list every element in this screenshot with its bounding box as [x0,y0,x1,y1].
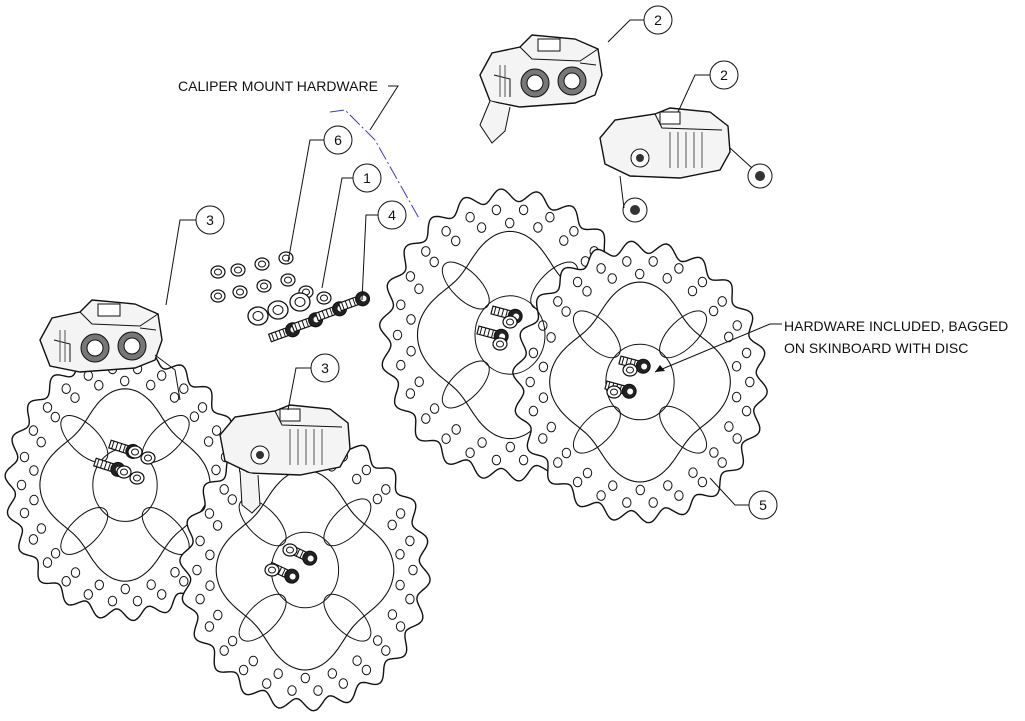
balloon-5: 5 [709,477,778,520]
washer [278,251,294,265]
hardware-included-label-line1: HARDWARE INCLUDED, BAGGED [784,318,1008,334]
svg-text:4: 4 [388,207,396,223]
washer [316,291,332,305]
svg-text:6: 6 [334,132,342,148]
rotor-right-front-hub [605,343,675,421]
svg-text:1: 1 [363,170,371,186]
balloon-6: 6 [287,125,353,263]
caliper-top-2 [599,107,773,223]
balloon-2-lower: 2 [677,60,739,113]
washer [232,285,248,299]
hardware-included-label-line2: ON SKINBOARD WITH DISC [784,340,968,356]
caliper-middle [219,404,351,514]
caliper-left [39,299,181,401]
washer [254,257,270,271]
washer [210,265,226,279]
balloon-3-left: 3 [165,205,225,306]
large-washer-hole [252,311,264,321]
caliper-mount-leader [369,85,399,131]
caliper-mount-hardware-label: CALIPER MOUNT HARDWARE [178,78,378,94]
balloon-1: 1 [321,163,382,289]
washer [210,289,226,303]
rotor-right-back-hub [474,295,546,375]
large-washer-hole [272,305,284,315]
washers-group [210,251,332,326]
svg-text:2: 2 [720,67,728,83]
caliper-top-1 [479,34,603,144]
hardware-group-boundary [329,109,421,221]
washer [256,279,272,293]
svg-text:5: 5 [759,497,767,513]
large-washer-hole [294,297,306,307]
washer [280,273,296,287]
washer [230,263,246,277]
svg-text:2: 2 [654,12,662,28]
rotor-right-front [512,240,768,524]
svg-text:3: 3 [206,212,214,228]
balloon-4: 4 [361,200,407,301]
balloon-3-middle: 3 [287,353,340,411]
svg-text:3: 3 [321,360,329,376]
hardware-included-leader [654,323,782,373]
balloon-2-top: 2 [607,5,673,43]
